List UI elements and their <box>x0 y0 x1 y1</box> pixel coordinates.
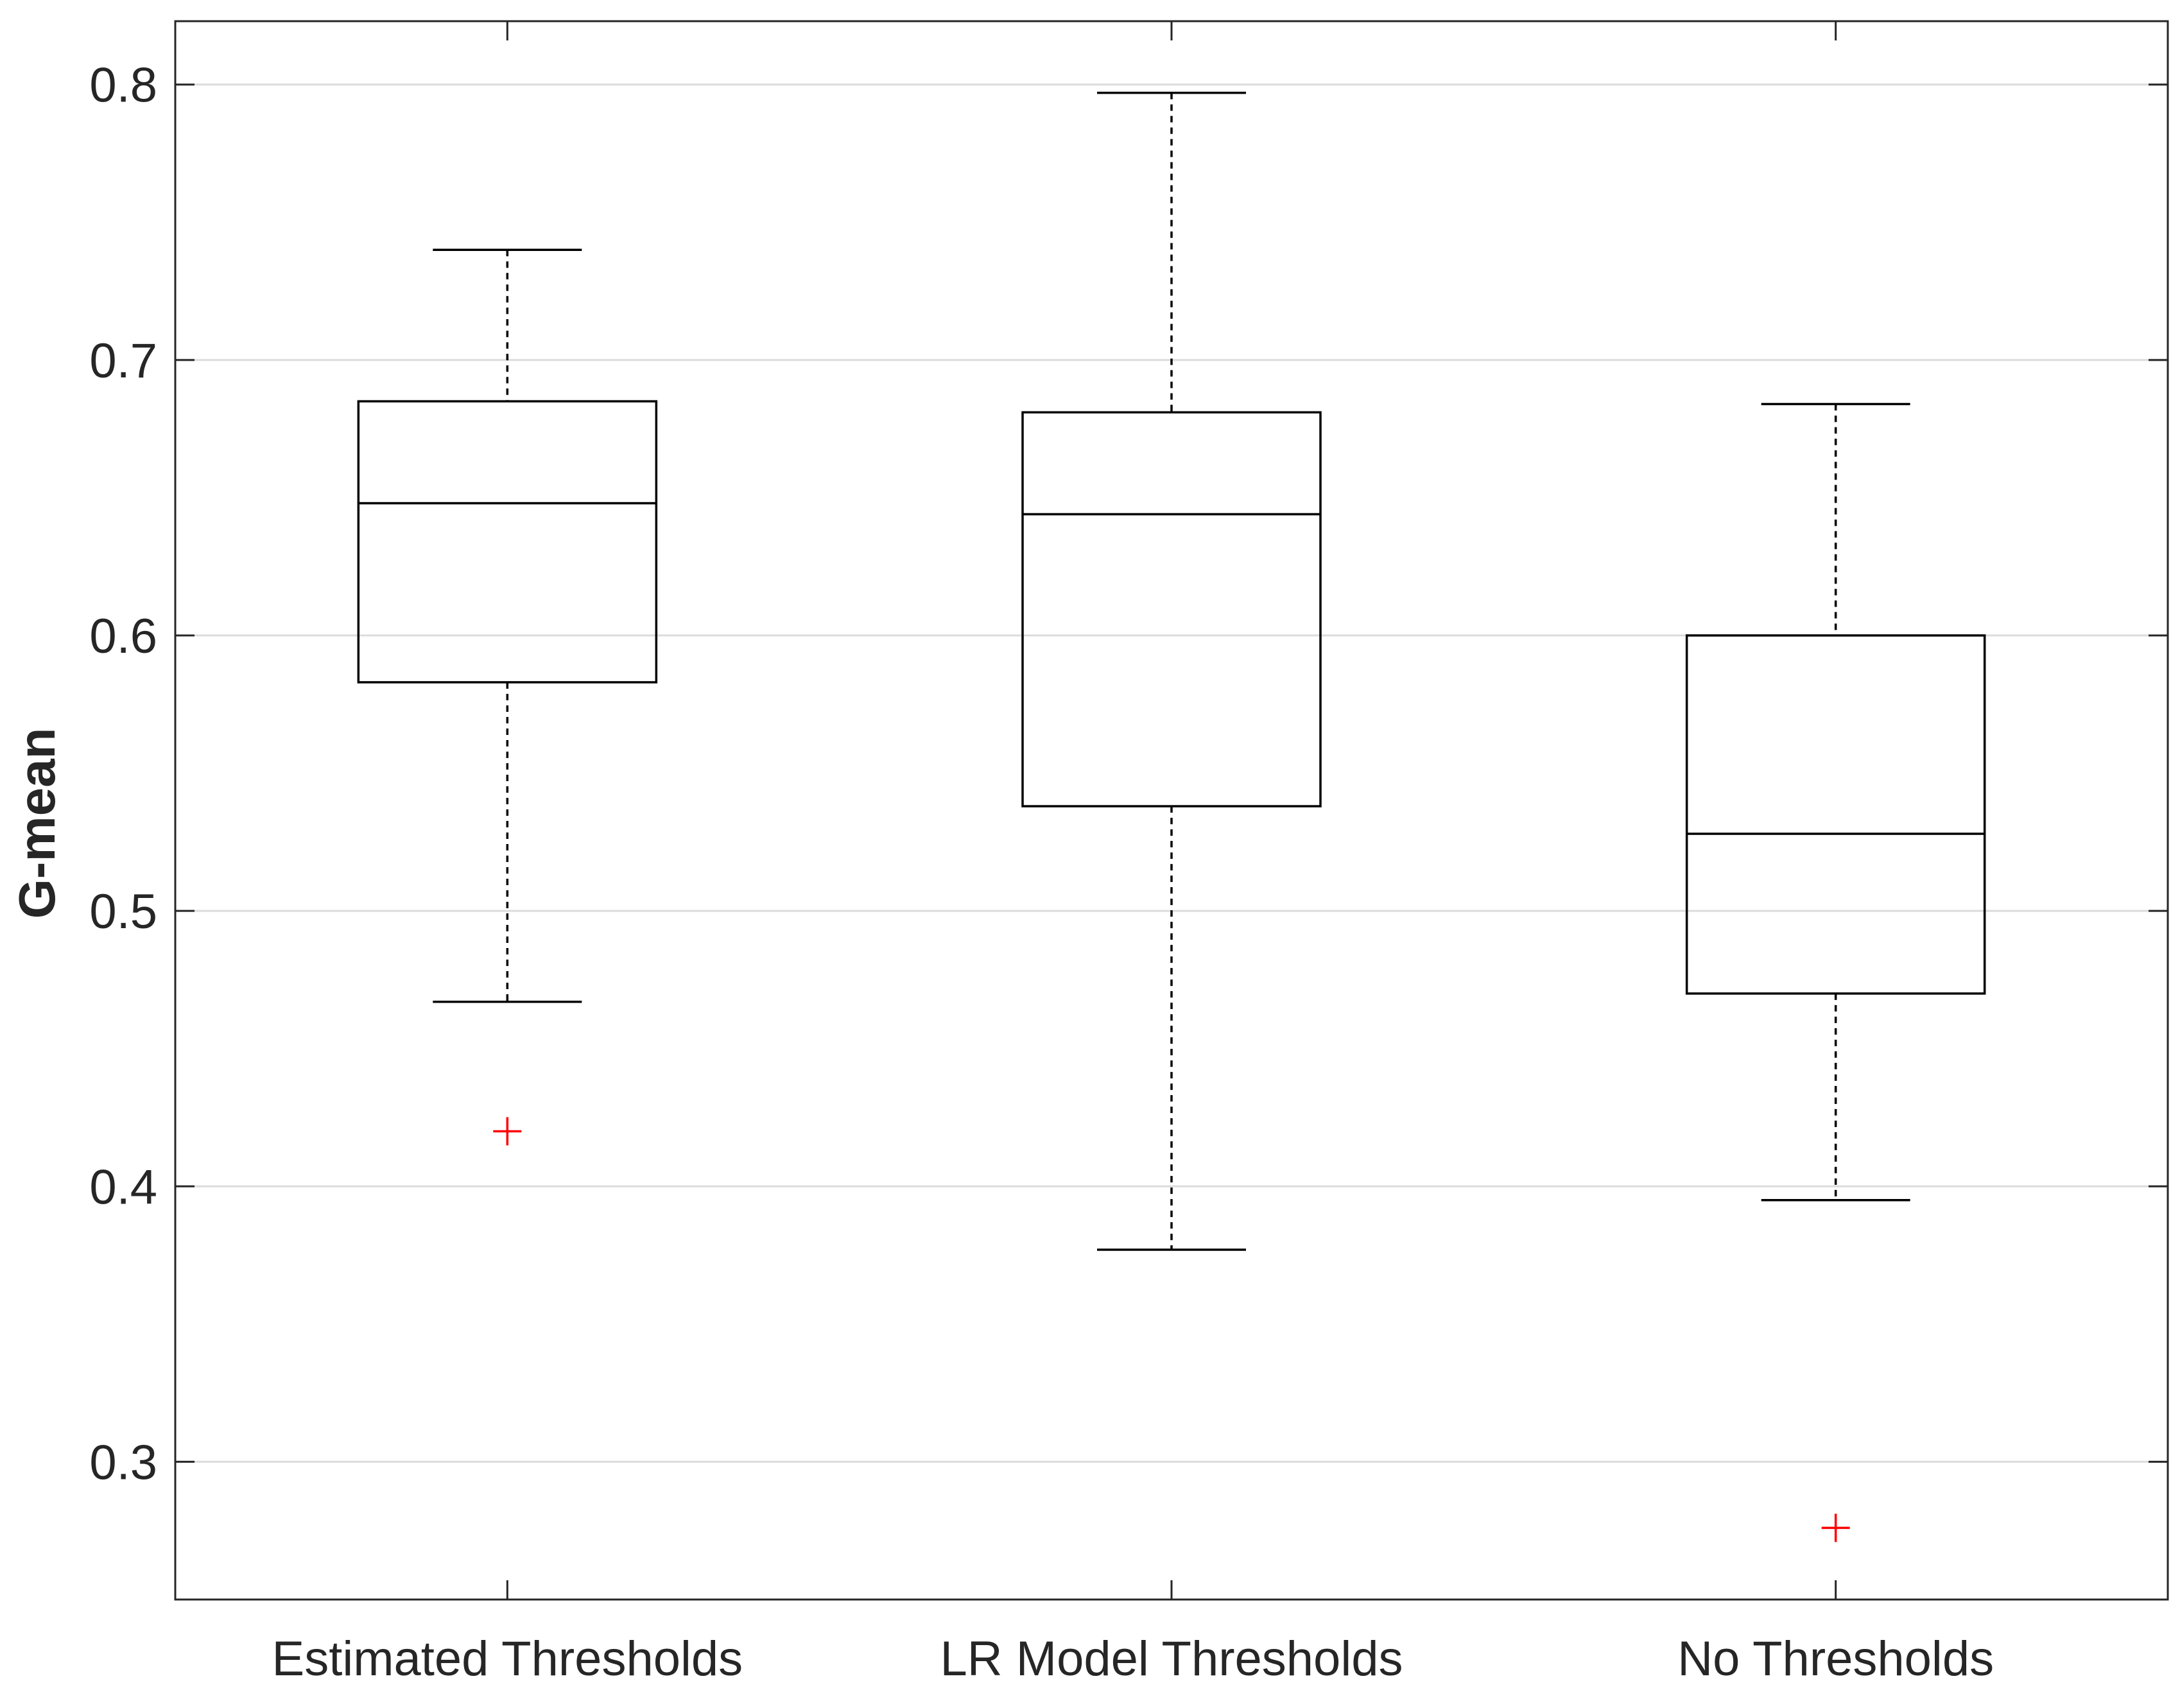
x-tick-label: LR Model Thresholds <box>940 1632 1403 1686</box>
y-tick-label: 0.8 <box>89 58 157 113</box>
y-tick-label: 0.3 <box>89 1435 157 1490</box>
box-group <box>357 248 658 1146</box>
box-iqr <box>1685 634 1986 995</box>
box-group <box>1021 91 1322 1251</box>
y-tick-label: 0.7 <box>89 334 157 388</box>
y-axis-label: G-mean <box>8 728 65 919</box>
y-tick-label: 0.6 <box>89 609 157 664</box>
box-iqr <box>1021 411 1322 807</box>
outlier-marker <box>493 1117 522 1146</box>
boxes <box>357 91 1986 1542</box>
box-group <box>1685 402 1986 1542</box>
ticks <box>175 21 2168 1600</box>
y-tick-label: 0.4 <box>89 1160 157 1214</box>
x-tick-label: No Thresholds <box>1677 1632 1994 1686</box>
x-tick-label: Estimated Thresholds <box>272 1632 743 1686</box>
box-iqr <box>357 400 658 684</box>
outlier-marker <box>1821 1514 1850 1542</box>
y-tick-label: 0.5 <box>89 884 157 939</box>
